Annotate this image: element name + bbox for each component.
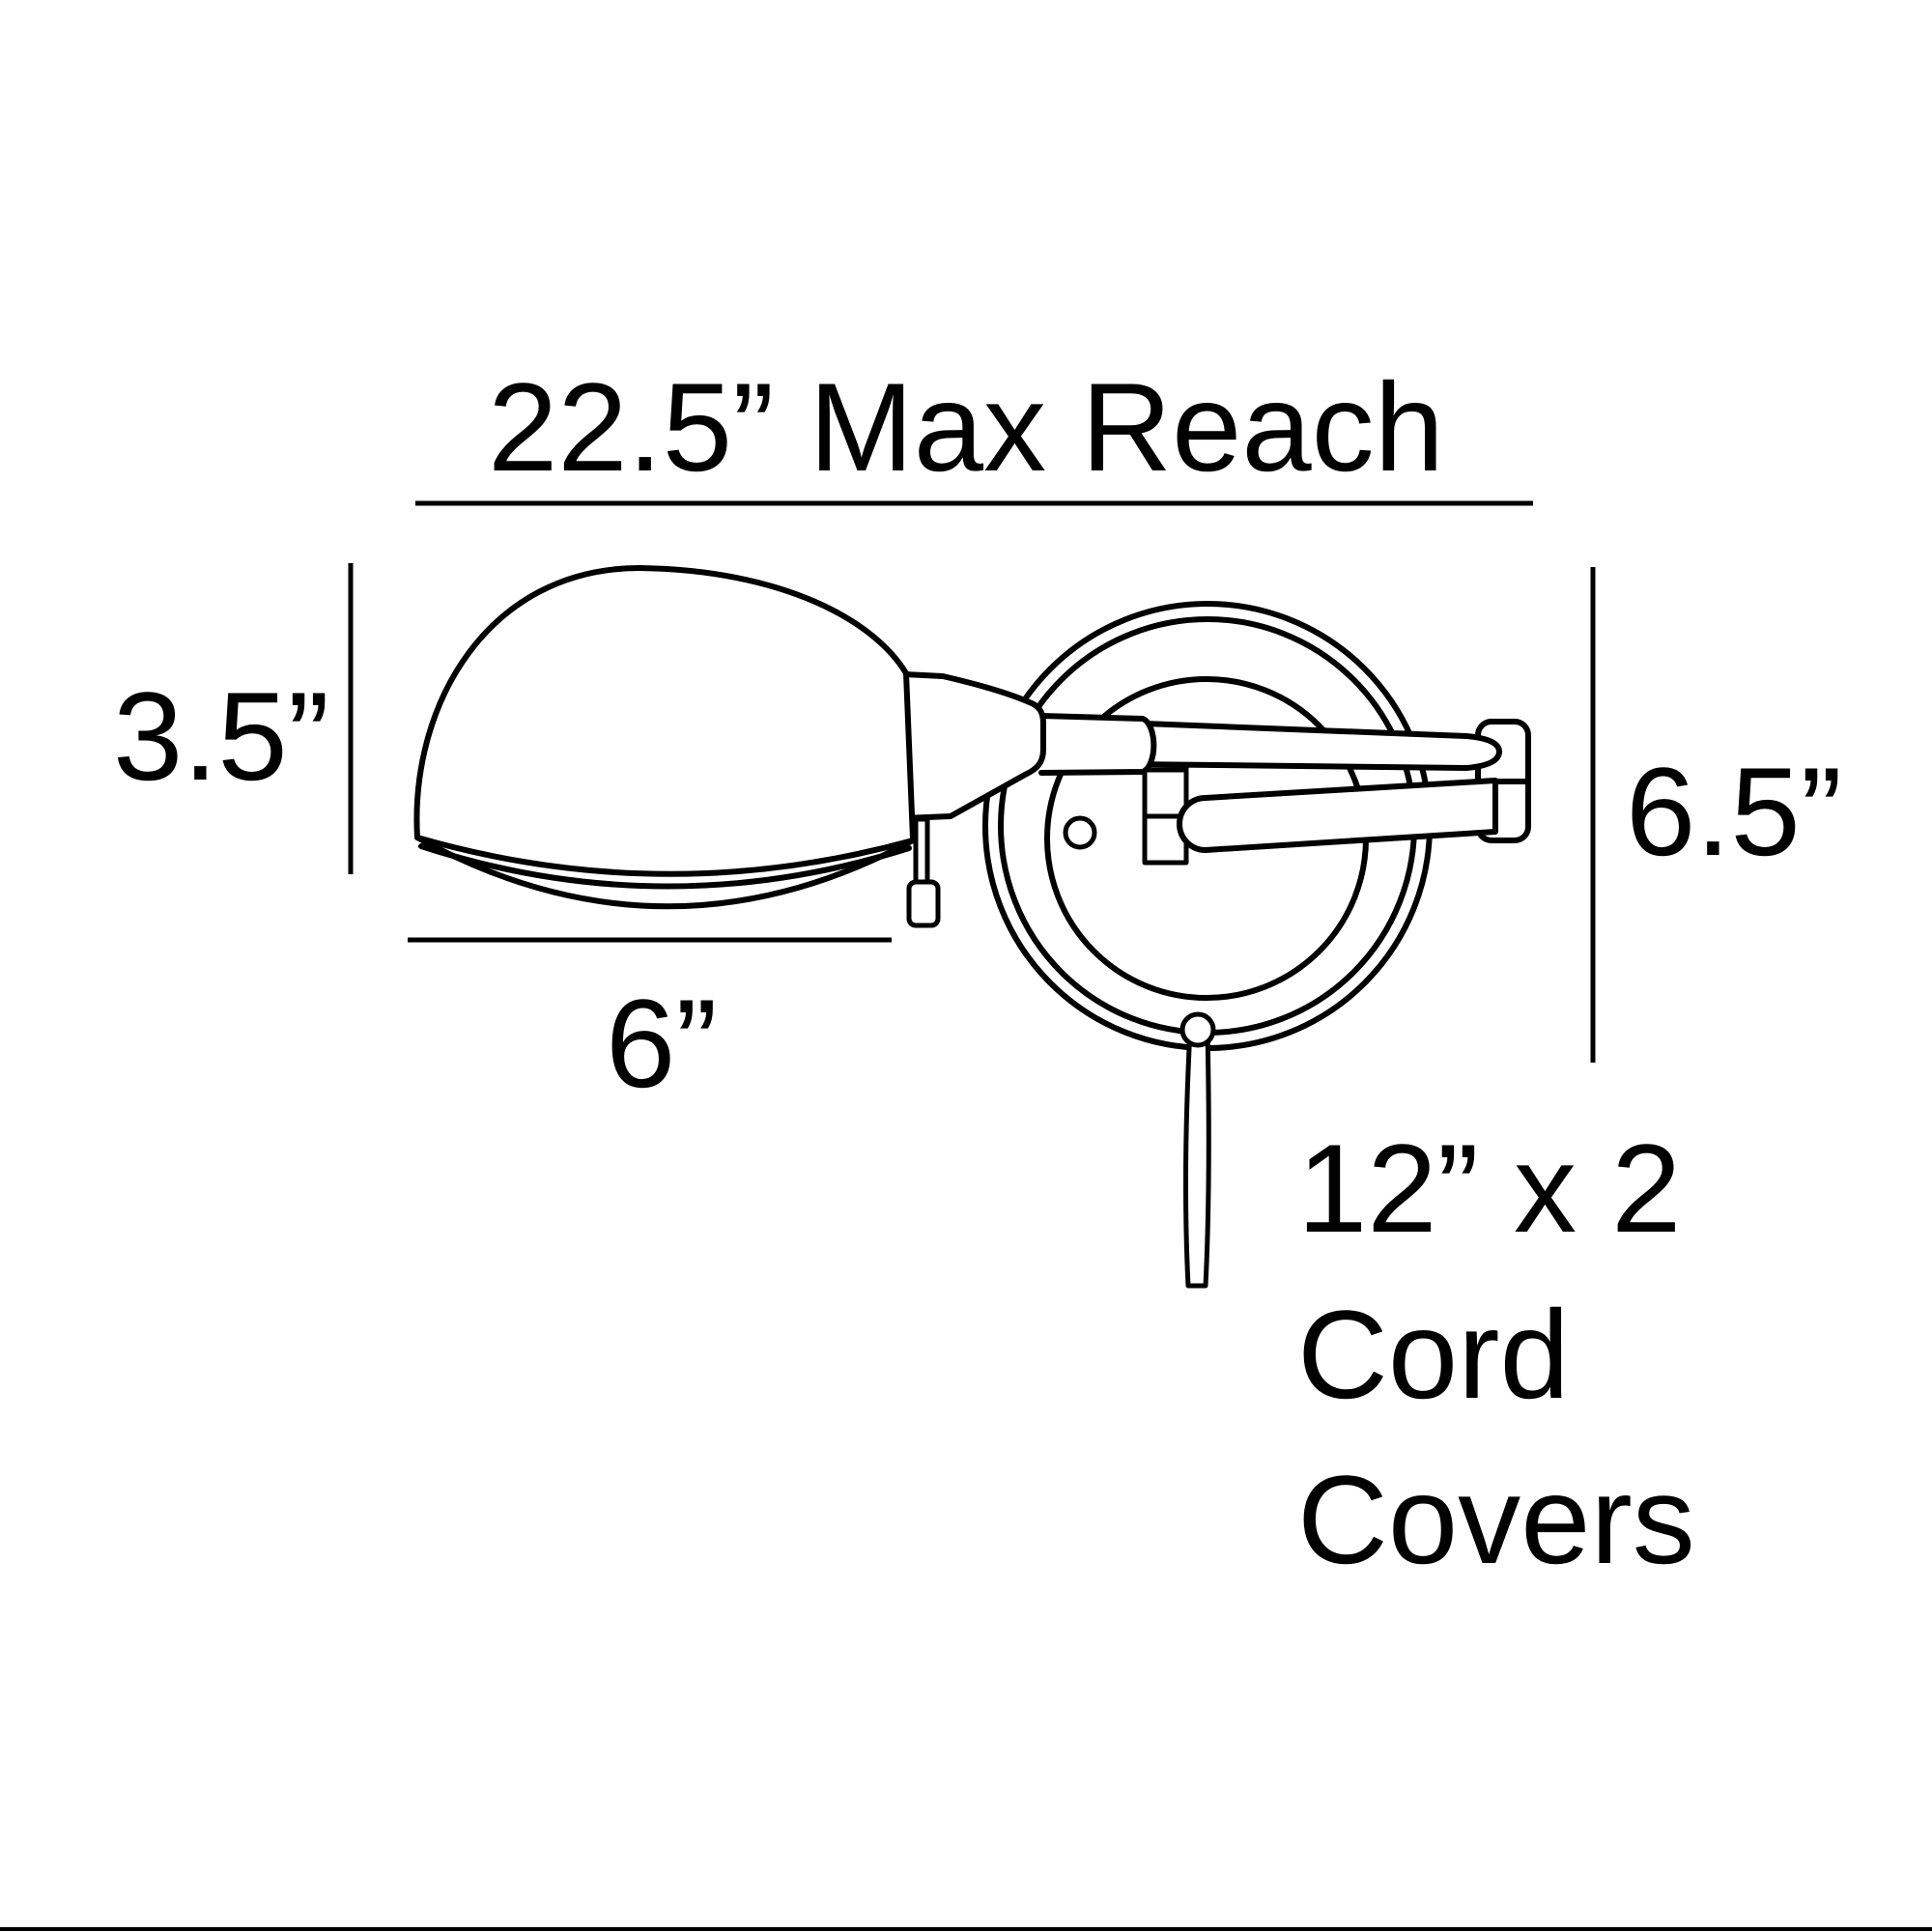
pull-chain-knob <box>906 879 941 928</box>
shade-rim-inner-line <box>418 843 912 890</box>
cord-covers-label-line2: Cord <box>1297 1284 1570 1425</box>
cord-covers-label-line3: Covers <box>1297 1449 1695 1590</box>
mounting-screw-icon <box>1063 815 1097 850</box>
lamp-socket <box>901 671 1046 821</box>
cord-grommet-icon <box>1179 1011 1216 1048</box>
arm-collar <box>1038 713 1157 776</box>
shade-width-label: 6” <box>606 973 718 1114</box>
swing-arm <box>1038 713 1531 853</box>
max-reach-label: 22.5” Max Reach <box>488 356 1444 497</box>
lower-arm-bar <box>1177 778 1498 853</box>
lamp-shade <box>413 565 916 910</box>
shade-height-label: 3.5” <box>113 666 329 807</box>
shade-dome-outline <box>413 565 909 840</box>
cord-covers-label-line1: 12” x 2 <box>1297 1118 1681 1259</box>
shade-rim <box>414 835 916 910</box>
power-cord <box>1183 1027 1211 1289</box>
backplate-height-label: 6.5” <box>1626 741 1842 882</box>
pull-chain-switch <box>906 816 941 928</box>
pull-chain-stem <box>913 816 930 888</box>
upper-arm-bar <box>1042 717 1502 771</box>
shade-body-fill <box>416 568 914 838</box>
shade-right-edge <box>903 670 916 841</box>
